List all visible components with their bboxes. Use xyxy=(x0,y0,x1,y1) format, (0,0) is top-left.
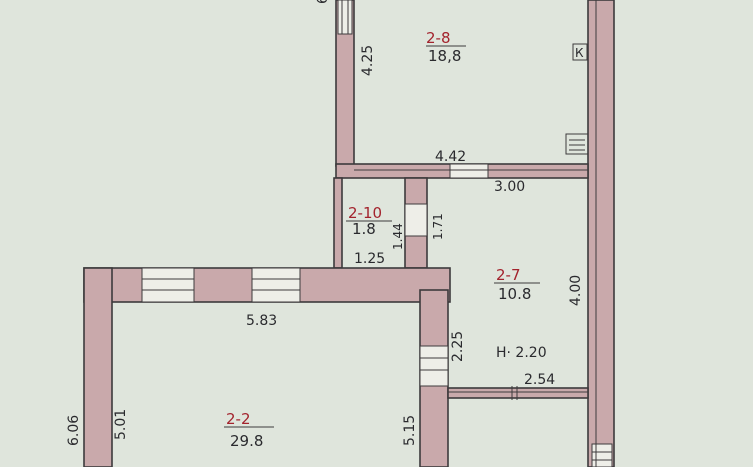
dim-1-25: 1.25 xyxy=(354,251,385,267)
window-top-2-8 xyxy=(337,0,353,35)
room-2-8-label: 2-8 18,8 xyxy=(426,29,466,65)
right-exterior-wall xyxy=(587,0,615,467)
kitchen-mark-box xyxy=(572,43,588,61)
stove-icon xyxy=(565,133,589,155)
dim-1-71: 1.71 xyxy=(431,213,445,240)
svg-text:2-2: 2-2 xyxy=(226,410,251,428)
windows xyxy=(141,0,613,467)
dim-4-00: 4.00 xyxy=(568,275,584,306)
dim-5-15: 5.15 xyxy=(402,415,418,446)
svg-text:2-8: 2-8 xyxy=(426,29,451,47)
dim-2-25: 2.25 xyxy=(450,331,466,362)
dim-6: 6 xyxy=(315,0,331,4)
dim-1-44: 1.44 xyxy=(391,223,405,250)
svg-text:18,8: 18,8 xyxy=(428,47,461,65)
walls xyxy=(83,0,615,467)
dim-5-83: 5.83 xyxy=(246,313,277,329)
window-top-left-2 xyxy=(251,267,301,303)
dim-3-00: 3.00 xyxy=(494,179,525,195)
svg-text:2-7: 2-7 xyxy=(496,266,521,284)
room-2-2-left-wall xyxy=(83,267,113,467)
door-opening-2-2 xyxy=(419,345,449,387)
closet-door xyxy=(404,203,428,237)
room-2-7-label: 2-7 10.8 xyxy=(494,266,540,303)
svg-text:10.8: 10.8 xyxy=(498,285,531,303)
svg-text:2-10: 2-10 xyxy=(348,204,382,222)
opening-above-2-7 xyxy=(449,163,489,179)
svg-text:1.8: 1.8 xyxy=(352,220,376,238)
closet-left-wall xyxy=(333,177,343,269)
dim-4-25: 4.25 xyxy=(360,45,376,76)
room-2-2-label: 2-2 29.8 xyxy=(224,410,274,450)
svg-text:29.8: 29.8 xyxy=(230,432,263,450)
kitchen-mark: К xyxy=(575,46,584,60)
corridor-partition xyxy=(447,387,589,399)
height-note: Н· 2.20 xyxy=(496,345,547,361)
dim-4-42: 4.42 xyxy=(435,149,466,165)
window-right-bottom xyxy=(591,443,613,467)
room-2-10-label: 2-10 1.8 xyxy=(346,204,392,238)
dim-5-01: 5.01 xyxy=(113,409,129,440)
dim-2-54: 2.54 xyxy=(524,372,555,388)
dim-6-06: 6.06 xyxy=(66,415,82,446)
window-top-left-1 xyxy=(141,267,195,303)
